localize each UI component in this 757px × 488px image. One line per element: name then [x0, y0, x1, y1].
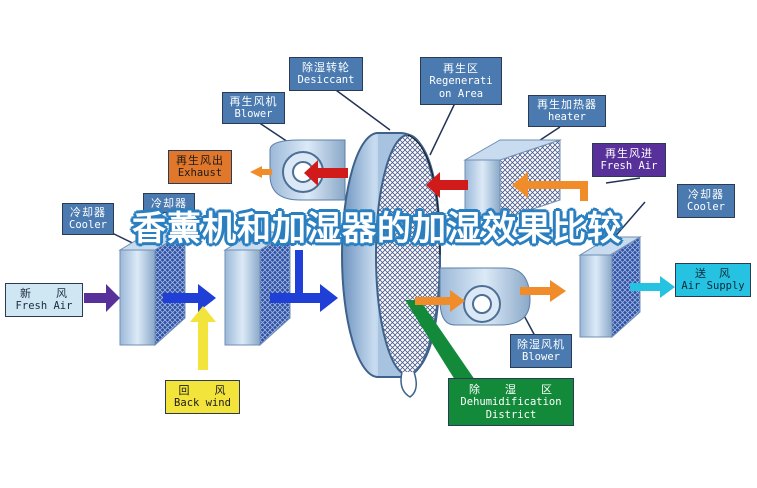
- regen-blower-label-zh: 再生风机: [229, 95, 278, 108]
- dehum-blower-label: 除湿风机 Blower: [510, 334, 572, 368]
- air-supply-label-en: Air Supply: [681, 280, 745, 292]
- cooler-right-label-zh: 冷却器: [688, 188, 724, 201]
- back-wind-label: 回 风 Back wind: [165, 380, 240, 414]
- regen-exhaust-label: 再生风出 Exhaust: [168, 150, 232, 184]
- dehum-blower-label-en: Blower: [522, 351, 560, 363]
- fresh-air-label-zh: 新 风: [20, 287, 68, 300]
- regen-fresh-air-label-en: Fresh Air: [600, 160, 658, 172]
- cooler-left-label: 冷却器 Cooler: [62, 203, 114, 235]
- cooler-right-icon: [578, 236, 642, 339]
- dehumidification-district-label: 除 湿 区 Dehumidification District: [448, 378, 574, 426]
- cooler-right-label: 冷却器 Cooler: [677, 184, 735, 218]
- cooler-mid-label-zh: 冷却器: [151, 196, 187, 210]
- dehum-blower-fan-icon: [439, 267, 531, 326]
- desiccant-wheel-icon: [341, 132, 442, 398]
- air-supply-label-zh: 送 风: [695, 267, 731, 280]
- desiccant-wheel-label: 除湿转轮 Desiccant: [289, 57, 363, 91]
- regen-blower-label: 再生风机 Blower: [222, 92, 285, 124]
- dehumidification-district-label-en2: District: [485, 408, 537, 421]
- desiccant-wheel-label-en: Desiccant: [297, 74, 355, 86]
- regen-blower-label-en: Blower: [234, 108, 273, 120]
- page-title: 香薰机和加湿器的加湿效果比较: [132, 209, 622, 249]
- regen-heater-label-en: heater: [548, 111, 586, 123]
- regen-exhaust-label-zh: 再生风出: [176, 154, 224, 167]
- regen-exhaust-label-en: Exhaust: [177, 167, 223, 179]
- cooler-left-label-en: Cooler: [69, 219, 107, 231]
- regeneration-area-label-en1: Regenerati: [429, 74, 493, 87]
- cooler-right-label-en: Cooler: [687, 201, 725, 213]
- desiccant-wheel-label-zh: 除湿转轮: [302, 61, 350, 74]
- air-supply-label: 送 风 Air Supply: [675, 263, 751, 297]
- flow-arrows: [84, 160, 675, 370]
- regeneration-area-label: 再生区 Regenerati on Area: [420, 57, 502, 105]
- regeneration-area-label-zh: 再生区: [443, 61, 479, 75]
- fresh-air-label: 新 风 Fresh Air: [5, 283, 83, 317]
- back-wind-label-zh: 回 风: [178, 384, 227, 397]
- fresh-air-label-en: Fresh Air: [15, 300, 73, 312]
- cooler-left-icon: [118, 231, 187, 347]
- dehumidification-district-label-en1: Dehumidification: [460, 395, 562, 408]
- cooler-mid-label: 冷却器: [143, 193, 195, 213]
- regen-heater-label: 再生加热器 heater: [528, 95, 606, 127]
- regen-heater-label-zh: 再生加热器: [537, 98, 597, 111]
- cooler-mid-icon: [223, 231, 292, 347]
- district-pointer: [405, 300, 475, 380]
- dehum-blower-label-zh: 除湿风机: [517, 338, 565, 351]
- regeneration-area-label-en2: on Area: [438, 87, 484, 100]
- regen-fresh-air-label-zh: 再生风进: [605, 147, 653, 160]
- dehumidification-district-label-zh: 除 湿 区: [469, 382, 553, 396]
- heater-coil-icon: [463, 139, 562, 221]
- back-wind-label-en: Back wind: [174, 397, 231, 409]
- cooler-left-label-zh: 冷却器: [70, 206, 106, 219]
- regen-fresh-air-label: 再生风进 Fresh Air: [592, 143, 666, 177]
- leader-lines: [109, 81, 646, 337]
